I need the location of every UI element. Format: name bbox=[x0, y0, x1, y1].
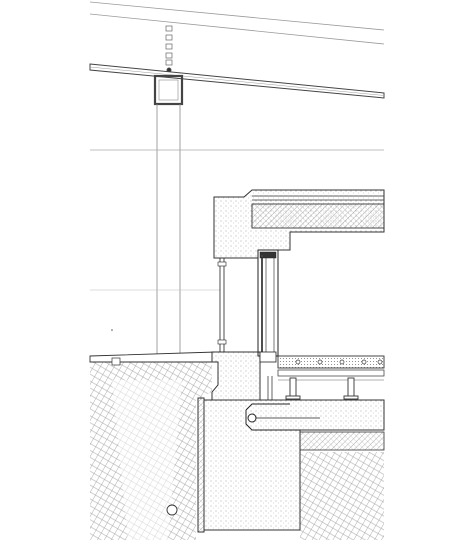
drain-pipe bbox=[166, 504, 178, 516]
suspension-bolts bbox=[165, 25, 173, 73]
plinth-block bbox=[211, 351, 261, 401]
soil-mass bbox=[90, 362, 384, 540]
canopy-upper bbox=[89, 1, 385, 45]
underfloor-insulation bbox=[299, 431, 385, 451]
roof-beam bbox=[89, 63, 385, 99]
floor-pedestals bbox=[285, 377, 359, 400]
steel-column bbox=[153, 74, 184, 360]
threshold-detail bbox=[245, 376, 320, 431]
misc-marks bbox=[111, 255, 263, 331]
roof-insulation bbox=[251, 203, 385, 229]
window-assembly bbox=[217, 249, 279, 363]
floor-buildup bbox=[277, 355, 385, 381]
